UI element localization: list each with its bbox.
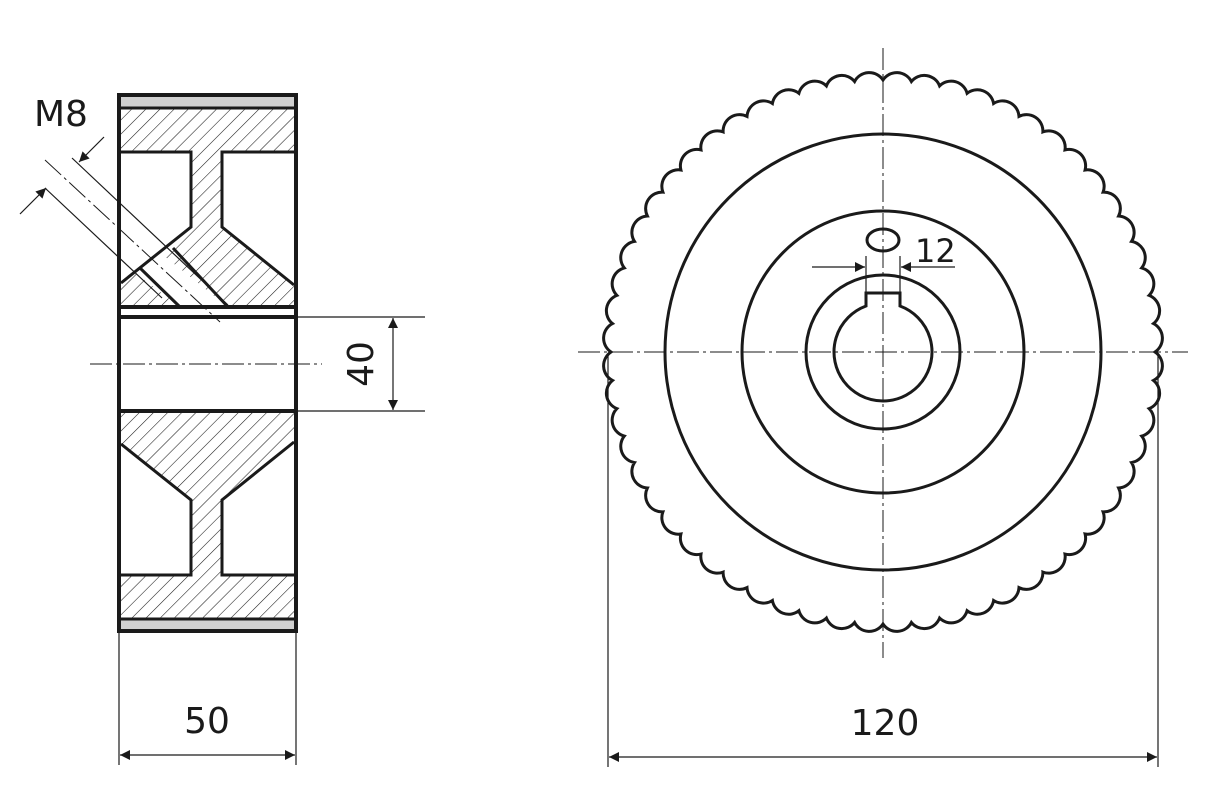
bore-dimension-40: 40 — [296, 316, 425, 412]
bottom-rim-strip — [121, 619, 294, 630]
front-view: 12 120 — [578, 48, 1188, 767]
side-view-outline — [117, 93, 298, 633]
keyway-dimension-12: 12 — [812, 232, 956, 300]
threaded-hole-channel — [121, 251, 228, 307]
outer-diameter-label: 120 — [851, 703, 920, 744]
width-dimension-label: 50 — [184, 701, 230, 742]
m8-dimension: M8 — [19, 94, 229, 323]
width-dimension-50: 50 — [118, 632, 297, 765]
side-section-view: M8 40 50 — [19, 93, 425, 765]
top-rim-strip — [121, 97, 294, 108]
m8-label: M8 — [34, 94, 88, 135]
bore-with-keyway — [832, 291, 934, 403]
outer-diameter-dimension-120: 120 — [607, 356, 1159, 767]
bore-dimension-label: 40 — [341, 341, 382, 387]
bore-strip-top — [121, 308, 294, 316]
keyway-dimension-label: 12 — [915, 232, 956, 270]
lower-hatched-section — [121, 412, 294, 619]
